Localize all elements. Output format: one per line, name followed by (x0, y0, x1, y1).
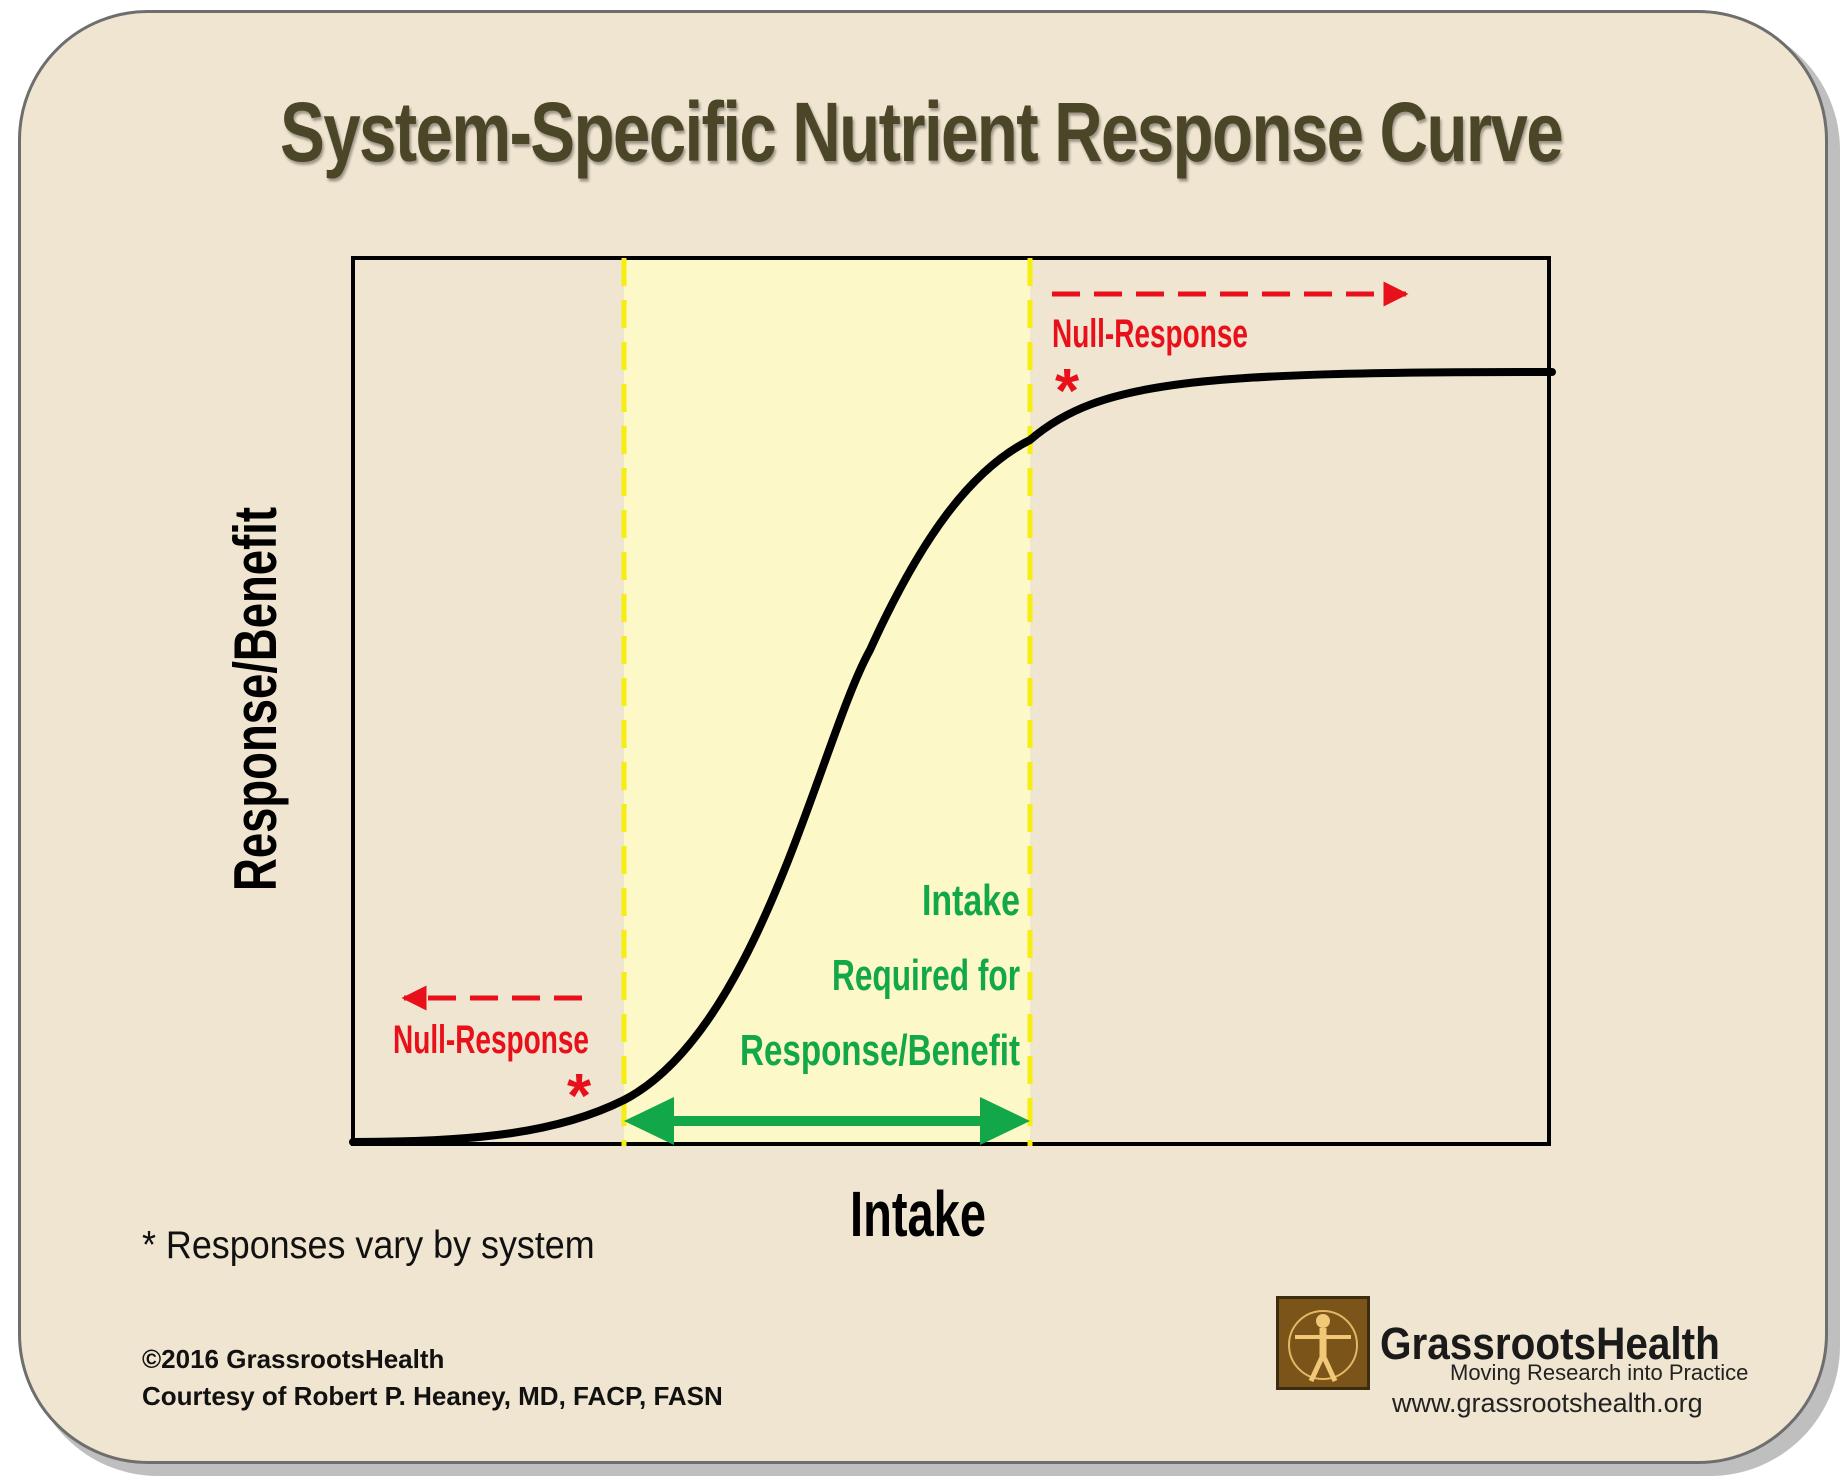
intake-required-line-1: Intake (922, 876, 1020, 925)
intake-range-arrowhead-right (980, 1097, 1030, 1145)
null-response-left-label: Null-Response (393, 1018, 589, 1062)
diagram-title: System-Specific Nutrient Response Curve (280, 85, 1564, 179)
asterisk-right: * (1055, 357, 1080, 426)
asterisk-left: * (567, 1062, 592, 1131)
logo-tagline: Moving Research into Practice (1450, 1360, 1749, 1385)
response-curve (349, 368, 1556, 1146)
intake-required-line-2: Required for (832, 951, 1020, 1000)
response-range-band (624, 258, 1030, 1144)
footnote: * Responses vary by system (142, 1224, 595, 1267)
null-response-right-label: Null-Response (1052, 312, 1248, 356)
courtesy-text: Courtesy of Robert P. Heaney, MD, FACP, … (142, 1381, 723, 1411)
x-axis-label: Intake (850, 1178, 986, 1250)
intake-required-line-3: Response/Benefit (740, 1026, 1020, 1075)
vitruvian-man-logo-icon (1276, 1296, 1370, 1390)
logo-url: www.grassrootshealth.org (1392, 1388, 1703, 1418)
y-axis-label: Response/Benefit (222, 507, 289, 891)
copyright-text: ©2016 GrassrootsHealth (142, 1344, 445, 1374)
logo-name: GrassrootsHealth (1380, 1318, 1720, 1369)
plot-frame (351, 256, 1551, 1146)
intake-range-arrowhead-left (624, 1097, 674, 1145)
